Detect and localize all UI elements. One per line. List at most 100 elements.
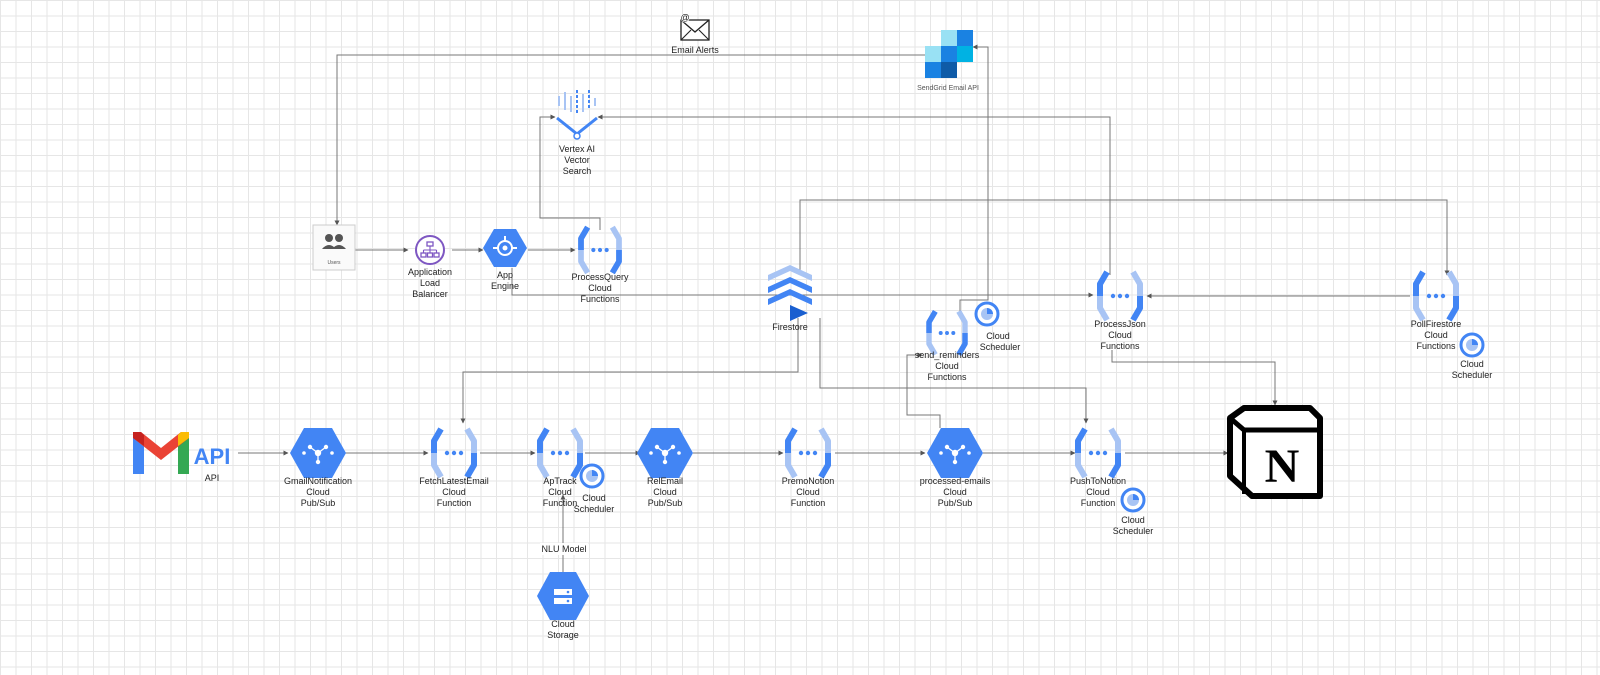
pubsub-icon	[289, 427, 347, 479]
alb-label-1: Application	[408, 267, 452, 277]
poll-firestore-scheduler-label-2: Scheduler	[1452, 370, 1493, 380]
alb-label-3: Balancer	[412, 289, 448, 299]
cloud-storage-icon	[537, 572, 589, 620]
sendgrid-logo	[925, 30, 973, 78]
users-node: Users	[312, 224, 356, 271]
sendgrid-node: SendGrid Email API	[917, 30, 979, 92]
cloud-functions-icon	[929, 311, 965, 354]
cloud-functions-icon	[1100, 272, 1140, 320]
gmail-notification-node: GmailNotification Cloud Pub/Sub	[284, 427, 352, 508]
load-balancer-icon	[415, 235, 445, 265]
notion-letter: N	[1265, 440, 1300, 493]
edge-firestore-to-pollfirestore	[799, 199, 1450, 276]
poll-firestore-label-2: Cloud	[1424, 330, 1448, 340]
push-to-notion-label-2: Cloud	[1086, 487, 1110, 497]
vertex-label-1: Vertex AI	[559, 144, 595, 154]
vertex-ai-node: Vertex AI Vector Search	[556, 90, 598, 176]
edge-send-reminders-to-sendgrid	[959, 44, 989, 315]
svg-text:@: @	[680, 13, 689, 23]
cloud-functions-icon	[434, 429, 474, 477]
vertex-label-3: Search	[563, 166, 592, 176]
vertex-ai-icon	[556, 90, 598, 140]
premo-notion-node: PremoNotion Cloud Function	[782, 429, 835, 508]
rel-email-label-3: Pub/Sub	[648, 498, 683, 508]
process-query-node: ProcessQuery Cloud Functions	[571, 227, 629, 304]
cloud-storage-label-2: Storage	[547, 630, 579, 640]
premo-notion-label-1: PremoNotion	[782, 476, 835, 486]
app-engine-label-2: Engine	[491, 281, 519, 291]
send-reminders-scheduler-label-1: Cloud	[986, 331, 1010, 341]
fetch-latest-email-label-2: Cloud	[442, 487, 466, 497]
aptrack-node: ApTrack Cloud Function Cloud Scheduler	[540, 429, 614, 514]
cloud-functions-icon	[1078, 429, 1118, 477]
gmail-api-badge: API	[194, 444, 231, 469]
cloud-scheduler-icon	[974, 301, 1000, 327]
edge-appengine-to-processjson	[511, 268, 1094, 298]
edge-processjson-to-vertex	[597, 114, 1111, 275]
premo-notion-label-2: Cloud	[796, 487, 820, 497]
process-query-label-3: Functions	[580, 294, 620, 304]
push-to-notion-scheduler-label-1: Cloud	[1121, 515, 1145, 525]
edges	[238, 44, 1450, 572]
edge-firestore-to-fetchlatest	[460, 318, 799, 424]
cloud-functions-icon	[788, 429, 828, 477]
email-alerts-node: @ Email Alerts	[671, 13, 719, 56]
cloud-functions-icon	[581, 227, 619, 273]
process-json-label-1: ProcessJson	[1094, 319, 1146, 329]
poll-firestore-label-3: Functions	[1416, 341, 1456, 351]
aptrack-scheduler-label-1: Cloud	[582, 493, 606, 503]
send-reminders-label-3: Functions	[927, 372, 967, 382]
send-reminders-label-1: send_reminders	[915, 350, 980, 360]
fetch-latest-email-label-3: Function	[437, 498, 472, 508]
fetch-latest-email-node: FetchLatestEmail Cloud Function	[419, 429, 489, 508]
processed-emails-label-2: Cloud	[943, 487, 967, 497]
cloud-functions-icon	[540, 429, 580, 477]
cloud-functions-icon	[1416, 272, 1456, 320]
aptrack-label-2: Cloud	[548, 487, 572, 497]
poll-firestore-node: PollFirestore Cloud Functions Cloud Sche…	[1411, 272, 1493, 380]
aptrack-scheduler-label-2: Scheduler	[574, 504, 615, 514]
pubsub-icon	[636, 427, 694, 479]
send-reminders-label-2: Cloud	[935, 361, 959, 371]
rel-email-label-2: Cloud	[653, 487, 677, 497]
pubsub-icon	[926, 427, 984, 479]
processed-emails-node: processed-emails Cloud Pub/Sub	[920, 427, 991, 508]
vertex-label-2: Vector	[564, 155, 590, 165]
firestore-icon	[768, 265, 812, 321]
users-label: Users	[327, 260, 341, 266]
cloud-scheduler-icon	[1120, 487, 1146, 513]
gmail-api-label: API	[205, 473, 220, 483]
envelope-icon: @	[680, 13, 710, 41]
process-json-node: ProcessJson Cloud Functions	[1094, 272, 1146, 351]
send-reminders-node: send_reminders Cloud Functions Cloud Sch…	[915, 301, 1020, 382]
poll-firestore-label-1: PollFirestore	[1411, 319, 1462, 329]
gmail-logo	[133, 432, 189, 474]
aptrack-label-3: Function	[543, 498, 578, 508]
edge-sendgrid-to-users	[334, 54, 925, 226]
gmail-api-node: API API	[133, 432, 230, 483]
process-query-label-2: Cloud	[588, 283, 612, 293]
push-to-notion-label-3: Function	[1081, 498, 1116, 508]
users-icon	[322, 234, 346, 249]
rel-email-node: RelEmail Cloud Pub/Sub	[636, 427, 694, 508]
poll-firestore-scheduler-label-1: Cloud	[1460, 359, 1484, 369]
aptrack-label-1: ApTrack	[543, 476, 577, 486]
push-to-notion-scheduler-label-2: Scheduler	[1113, 526, 1154, 536]
gmail-notification-label-3: Pub/Sub	[301, 498, 336, 508]
rel-email-label-1: RelEmail	[647, 476, 683, 486]
edge-processjson-to-notion	[1111, 350, 1278, 406]
nlu-model-label-group: NLU Model	[540, 543, 588, 555]
sendgrid-label: SendGrid Email API	[917, 85, 979, 92]
process-json-label-2: Cloud	[1108, 330, 1132, 340]
app-engine-node: App Engine	[483, 229, 527, 291]
firestore-label: Firestore	[772, 322, 808, 332]
notion-node: N	[1227, 405, 1323, 499]
premo-notion-label-3: Function	[791, 498, 826, 508]
edge-processed-to-send-reminders	[906, 352, 941, 428]
cloud-storage-label-1: Cloud	[551, 619, 575, 629]
processed-emails-label-1: processed-emails	[920, 476, 991, 486]
email-alerts-label: Email Alerts	[671, 45, 719, 55]
process-json-label-3: Functions	[1100, 341, 1140, 351]
nlu-model-label: NLU Model	[541, 544, 586, 554]
